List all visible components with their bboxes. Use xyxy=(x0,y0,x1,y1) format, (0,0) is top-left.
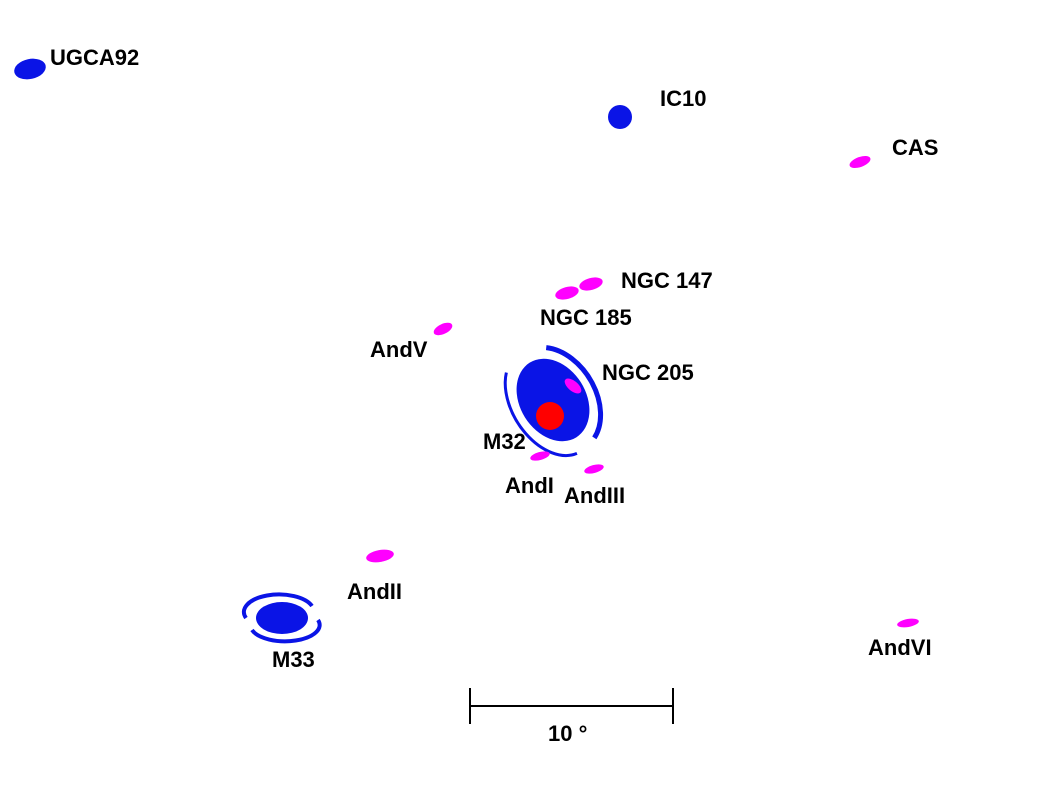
ngc205-marker xyxy=(564,378,582,394)
andii-label: AndII xyxy=(347,579,402,604)
galaxy-ngc205: NGC 205 xyxy=(564,360,694,394)
cas-marker xyxy=(849,155,871,169)
galaxy-cas: CAS xyxy=(849,135,938,169)
galaxy-andvi: AndVI xyxy=(868,618,932,660)
galaxy-ngc147: NGC 147 xyxy=(579,268,713,293)
ngc205-label: NGC 205 xyxy=(602,360,694,385)
andii-marker xyxy=(366,549,394,563)
andiii-label: AndIII xyxy=(564,483,625,508)
andi-label: AndI xyxy=(505,473,554,498)
andi-marker xyxy=(530,451,550,461)
andvi-label: AndVI xyxy=(868,635,932,660)
m33-arm-bottom xyxy=(250,618,322,644)
andiii-marker xyxy=(584,464,604,474)
ic10-marker xyxy=(608,105,632,129)
galaxy-andi: AndI xyxy=(505,451,554,498)
andv-marker xyxy=(433,322,453,336)
galaxy-andiii: AndIII xyxy=(564,464,625,508)
ngc147-marker xyxy=(579,277,603,291)
ngc185-label: NGC 185 xyxy=(540,305,632,330)
cas-label: CAS xyxy=(892,135,938,160)
ngc147-label: NGC 147 xyxy=(621,268,713,293)
ic10-label: IC10 xyxy=(660,86,706,111)
galaxy-andv: AndV xyxy=(370,322,453,362)
m33-label: M33 xyxy=(272,647,315,672)
m31-arm-right xyxy=(545,345,604,440)
galaxy-m32: M32 xyxy=(483,402,564,454)
galaxy-ic10: IC10 xyxy=(608,86,706,129)
galaxy-ngc185: NGC 185 xyxy=(540,286,632,330)
scale-bar-label: 10 ° xyxy=(548,721,587,746)
andv-label: AndV xyxy=(370,337,428,362)
m32-label: M32 xyxy=(483,429,526,454)
andvi-marker xyxy=(897,618,919,628)
m31-arm-left xyxy=(503,372,578,458)
scale-bar: 10 ° xyxy=(469,688,674,746)
galaxy-m33: M33 xyxy=(241,592,322,672)
m33-arm-top xyxy=(241,592,314,620)
ngc185-marker xyxy=(555,286,579,300)
galaxy-andii: AndII xyxy=(347,549,402,604)
m33-core xyxy=(256,602,308,634)
m32-marker xyxy=(536,402,564,430)
galaxy-ugca92: UGCA92 xyxy=(14,45,139,80)
ugca92-label: UGCA92 xyxy=(50,45,139,70)
ugca92-marker xyxy=(14,58,46,80)
